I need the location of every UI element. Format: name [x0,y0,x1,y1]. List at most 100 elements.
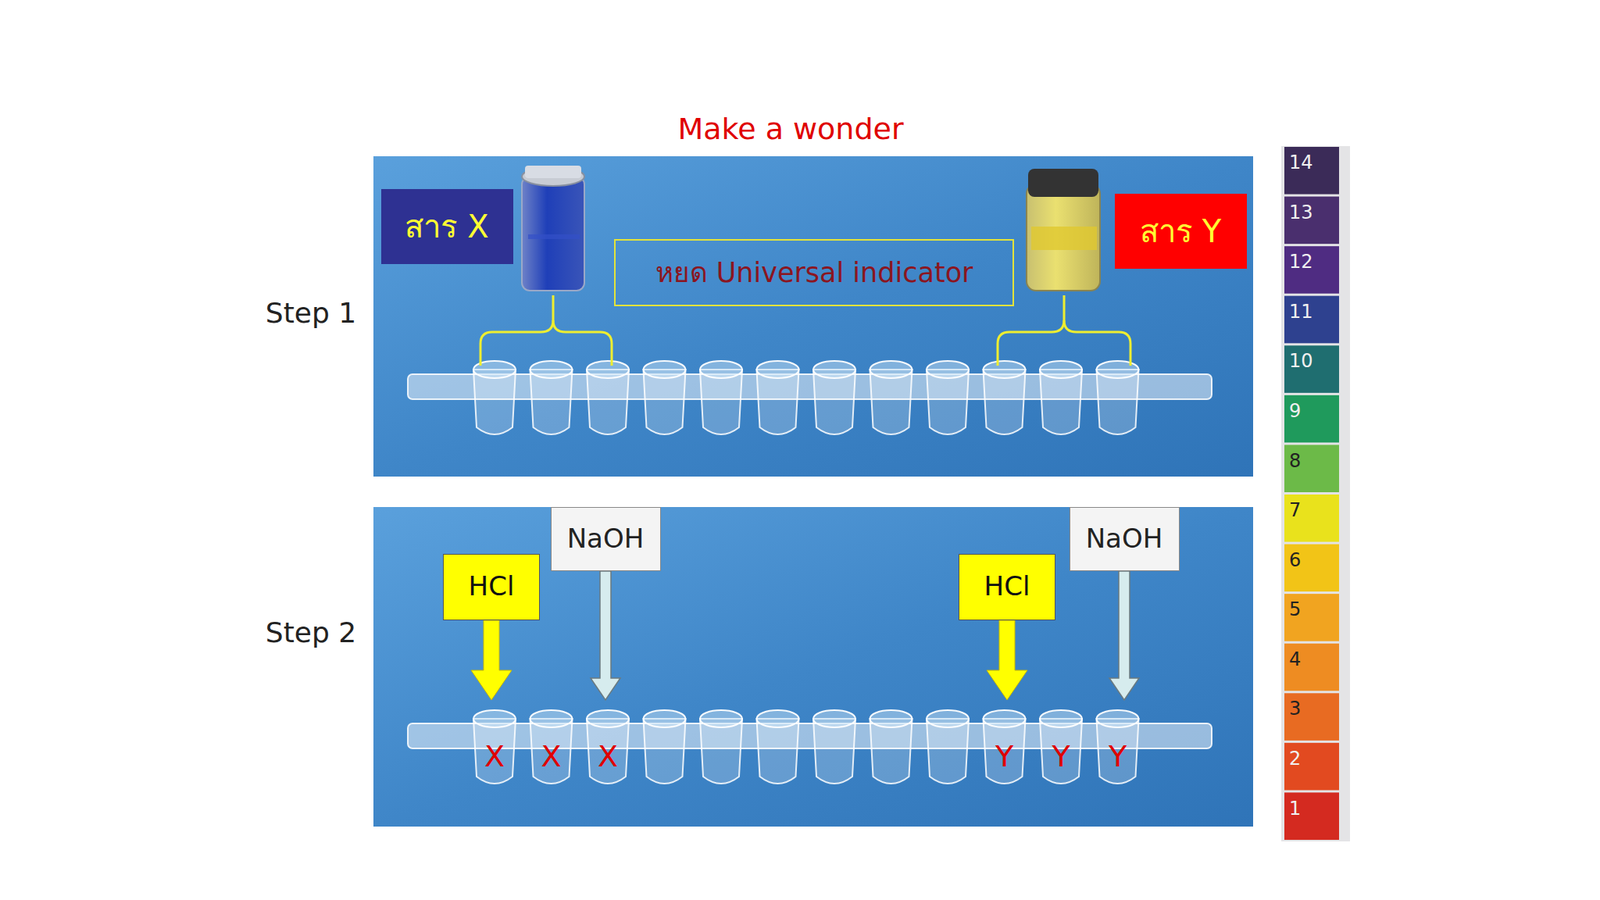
ph-number: 3 [1289,698,1301,721]
well [586,718,629,784]
ph-number: 11 [1289,301,1314,324]
well [1096,369,1140,435]
box-text: หยด Universal indicator [655,257,974,289]
strip-plate [407,723,1212,749]
well-rim [586,360,629,379]
well [1096,718,1140,784]
title: Make a wonder [677,112,904,147]
ph-number: 8 [1289,450,1301,473]
ph-number: 10 [1289,350,1314,373]
well-rim [757,360,800,379]
ph-band [1284,246,1340,294]
ph-band [1284,692,1340,741]
well-marker: X [540,739,561,775]
well-rim [813,360,856,379]
well [757,718,800,784]
well-rim [643,710,686,728]
well-marker: X [484,739,505,775]
step-label: Step 2 [265,616,357,649]
well [1039,369,1083,435]
substance-label: สาร Y [1114,193,1247,269]
yellow-vial [1026,168,1100,291]
well-rim [813,710,856,728]
ph-number: 5 [1289,599,1301,622]
well-rim [1039,360,1083,379]
well-rim [530,710,573,728]
substance-label: สาร X [381,189,514,265]
well [813,369,856,435]
box-text: NaOH [1085,523,1164,554]
hcl-arrow [471,620,1028,700]
well-rim [870,360,913,379]
reagent-box: NaOH [550,507,661,572]
ph-number: 4 [1289,649,1301,672]
ph-band [1284,444,1340,493]
well [926,718,969,784]
well [983,718,1026,784]
ph-number: 13 [1289,202,1314,225]
step-label: Step 1 [265,296,357,329]
well [983,369,1026,435]
ph-scale-frame [1281,146,1350,842]
reagent-box: NaOH [1069,507,1180,572]
photo-panel [373,156,1254,477]
well-rim [1096,710,1140,728]
well [926,369,969,435]
box-text: สาร Y [1139,213,1222,250]
well [700,718,743,784]
ph-band [1284,196,1340,245]
ph-number: 1 [1289,798,1301,821]
well [870,718,913,784]
well-rim [643,360,686,379]
instruction-box: หยด Universal indicator [614,239,1015,307]
well-rim [926,360,969,379]
well-marker: Y [995,739,1014,775]
well-rim [473,710,516,728]
ph-number: 7 [1289,500,1301,522]
ph-number: 12 [1289,251,1314,274]
naoh-arrow [590,571,1140,700]
well-rim [1039,710,1083,728]
well-rim [700,710,743,728]
ph-number: 9 [1289,400,1301,423]
ph-band [1284,544,1340,593]
ph-number: 2 [1289,748,1301,771]
ph-band [1284,296,1340,344]
well [473,369,516,435]
box-text: สาร X [404,208,489,245]
well [643,718,686,784]
well-rim [1096,360,1140,379]
reagent-box: HCl [442,553,540,621]
strip-plate [407,374,1212,400]
ph-band [1284,146,1340,195]
box-text: HCl [984,571,1031,602]
well-rim [700,360,743,379]
ph-number: 6 [1289,550,1301,572]
ph-band [1284,742,1340,791]
ph-band [1284,345,1340,393]
photo-panel [373,507,1254,827]
box-text: HCl [468,571,515,602]
well [530,718,573,784]
box-text: NaOH [567,523,645,554]
well-rim [870,710,913,728]
well [870,369,913,435]
well-rim [983,360,1026,379]
well-rim [926,710,969,728]
well-marker: X [597,739,618,775]
ph-band [1284,643,1340,692]
well [473,718,516,784]
well-marker: Y [1108,739,1127,775]
ph-scale [1284,146,1340,840]
well [757,369,800,435]
well [586,369,629,435]
ph-band [1284,395,1340,443]
well-strips [407,360,1212,784]
well [643,369,686,435]
ph-number: 14 [1289,152,1314,175]
blue-vial [521,165,585,291]
well [1039,718,1083,784]
ph-band [1284,792,1340,840]
well [813,718,856,784]
